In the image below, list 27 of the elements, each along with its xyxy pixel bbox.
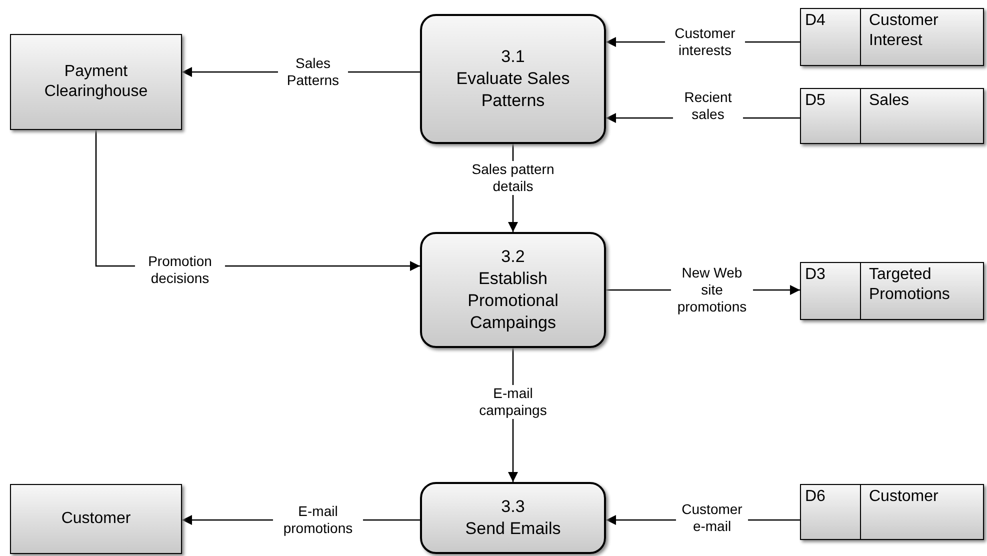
external-entity-box (10, 484, 182, 554)
process-box (420, 482, 606, 554)
process-box (420, 232, 606, 348)
process-label: Send Emails (465, 518, 561, 540)
store-label: Sales (869, 91, 910, 111)
store-label: Customer (869, 487, 938, 507)
store-id: D5 (805, 91, 826, 111)
process-label: Establish Promotional Campaings (466, 268, 560, 334)
entity-label: Customer (61, 509, 131, 529)
store-label: Targeted Promotions (869, 265, 951, 305)
process-number: 3.1 (501, 46, 525, 68)
edge-label: E-mail promotions (273, 503, 363, 537)
data-store (800, 8, 984, 66)
edge-label: New Web site promotions (671, 264, 753, 316)
entity-label: Payment Clearinghouse (43, 62, 149, 102)
process-label: Evaluate Sales Patterns (455, 68, 571, 112)
store-id: D6 (805, 487, 826, 507)
data-store (800, 484, 984, 540)
store-id: D4 (805, 11, 826, 31)
external-entity-box (10, 34, 182, 130)
process-number: 3.2 (501, 246, 525, 268)
data-store (800, 262, 984, 320)
process-number: 3.3 (501, 496, 525, 518)
data-store (800, 88, 984, 144)
store-id: D3 (805, 265, 826, 285)
process-box (420, 14, 606, 144)
store-label: Customer Interest (869, 11, 940, 51)
